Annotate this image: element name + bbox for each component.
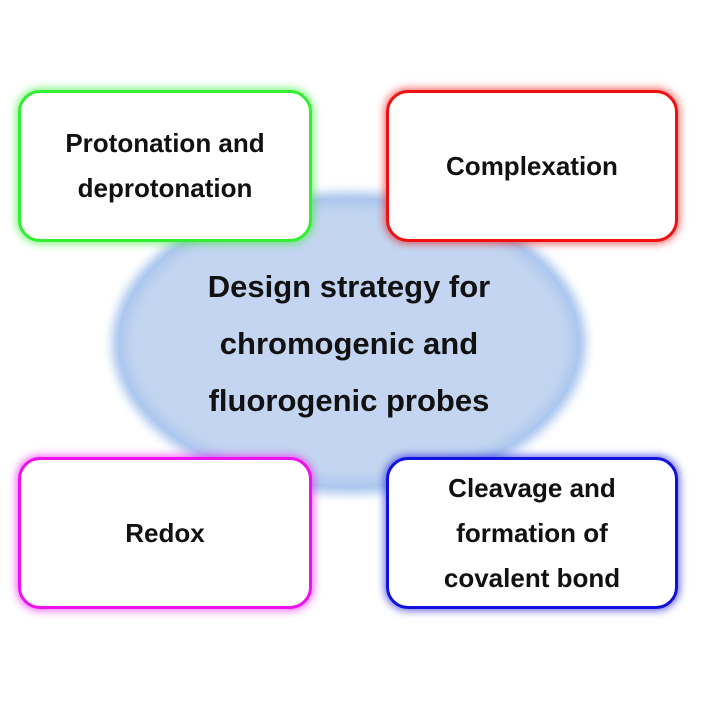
center-label: Design strategy for chromogenic and fluo… <box>207 268 491 418</box>
box-protonation: Protonation and deprotonation <box>18 90 312 242</box>
box-redox-label: Redox <box>125 517 205 548</box>
box-complexation-label: Complexation <box>446 150 618 181</box>
center-ellipse <box>118 198 580 488</box>
box-cleavage-label: Cleavage and formation of covalent bond <box>443 472 621 593</box>
box-redox: Redox <box>18 457 312 609</box>
box-complexation: Complexation <box>386 90 678 242</box>
box-cleavage: Cleavage and formation of covalent bond <box>386 457 678 609</box>
box-protonation-label: Protonation and deprotonation <box>65 128 265 203</box>
